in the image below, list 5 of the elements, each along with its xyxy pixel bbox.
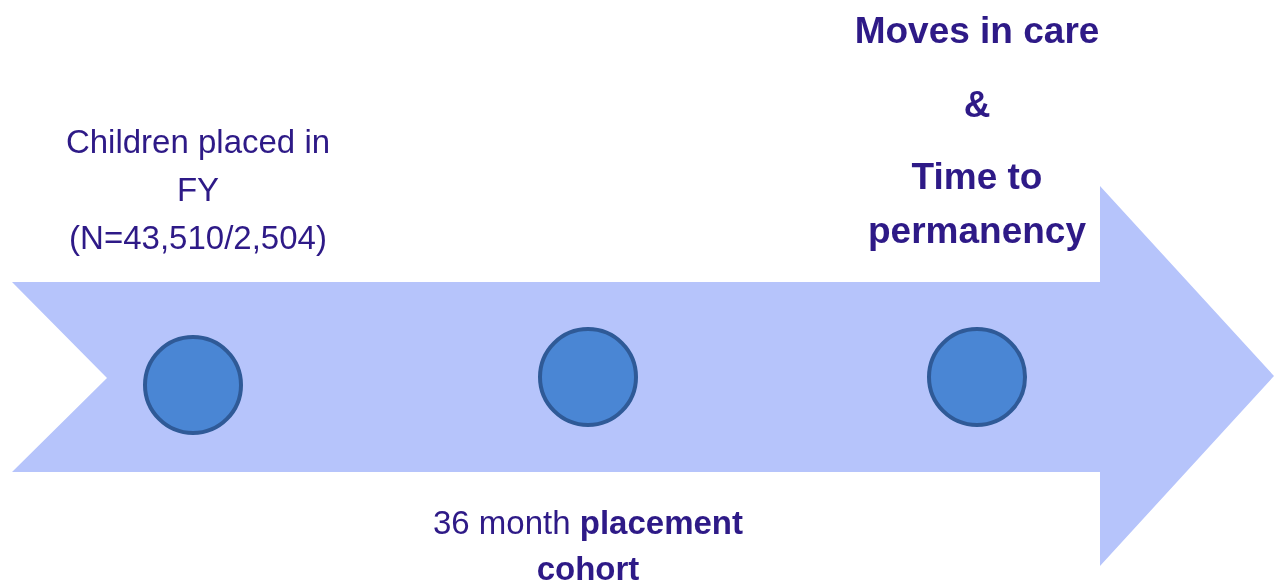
caption-text: & [962,83,992,127]
caption-text: Moves in care [853,9,1101,53]
caption-text: Time to permanency [867,155,1087,253]
caption-text: Children placed in FY (N=43,510/2,504) [64,122,332,258]
caption-text: 36 month placement cohort [432,503,744,586]
